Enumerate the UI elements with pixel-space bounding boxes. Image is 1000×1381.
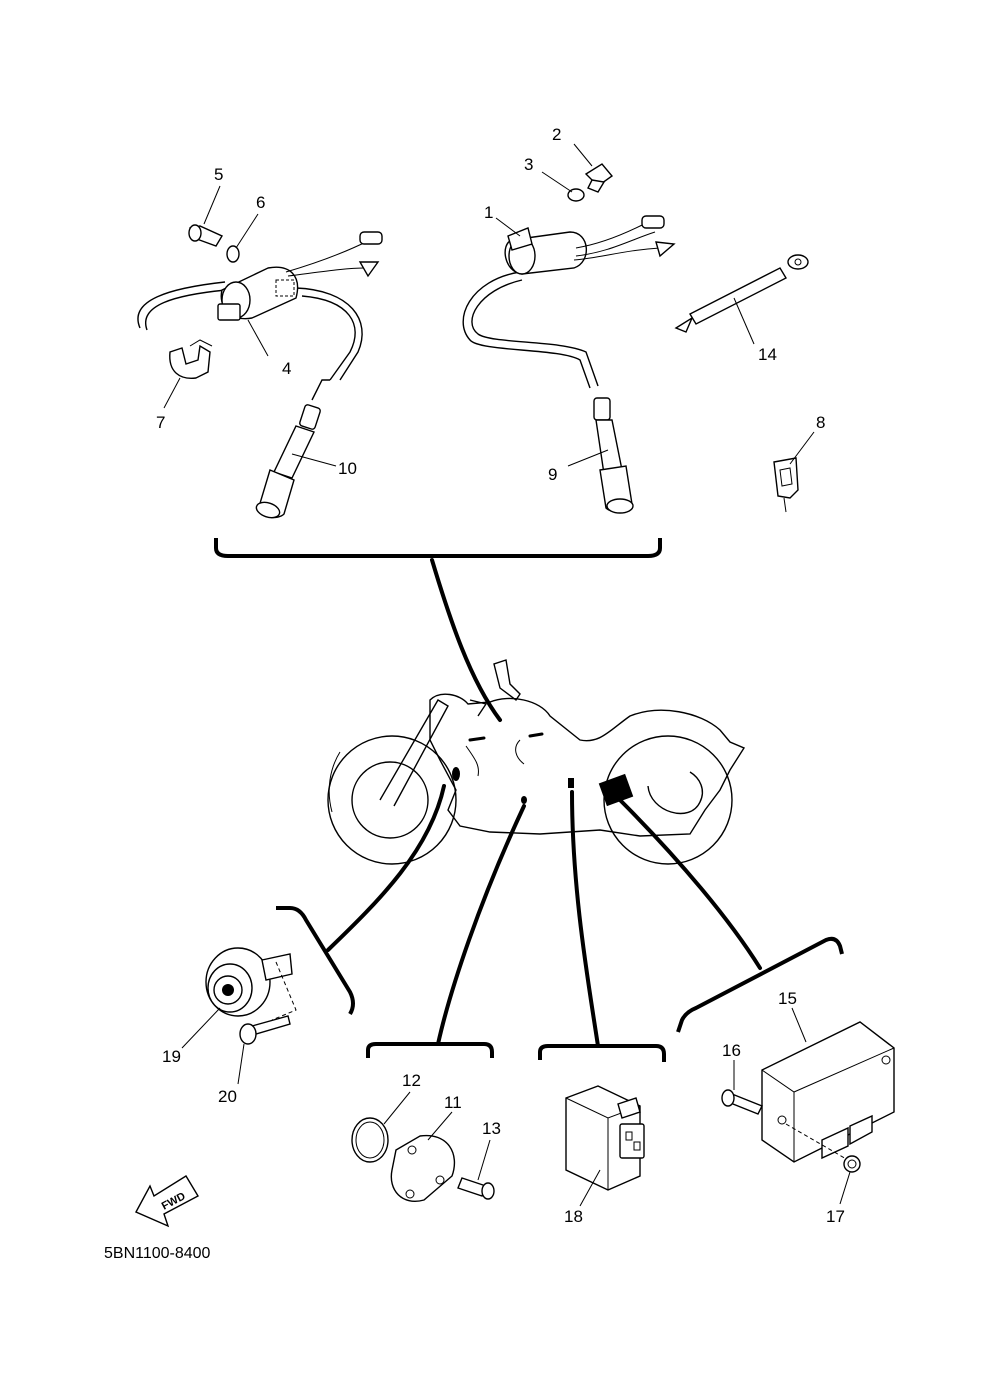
callout-11: 11 (444, 1093, 462, 1112)
drawing-code: 5BN1100-8400 (104, 1245, 211, 1262)
motorcycle-outline (327, 558, 746, 865)
callout-7: 7 (156, 413, 165, 432)
bolt-20[interactable] (239, 1015, 291, 1045)
callout-13: 13 (482, 1119, 501, 1138)
spark-plug-cap-10[interactable] (254, 379, 330, 520)
upper-group-bracket (214, 538, 662, 558)
callout-9: 9 (548, 465, 557, 484)
sensor-cover-11[interactable] (390, 1134, 456, 1202)
callout-16: 16 (722, 1041, 741, 1060)
callout-1: 1 (484, 203, 493, 222)
clip-8[interactable] (773, 457, 799, 513)
lower-leaders (326, 784, 762, 1048)
lead-wire-14[interactable] (674, 254, 809, 333)
bolt-16[interactable] (721, 1089, 763, 1115)
lower-brackets (276, 906, 844, 1062)
ignition-coil-group (137, 163, 809, 558)
callout-3: 3 (524, 155, 533, 174)
horn-19[interactable] (205, 947, 297, 1021)
washer-6[interactable] (226, 245, 240, 263)
callout-8: 8 (816, 413, 825, 432)
callout-labels: 1 2 3 4 5 6 7 8 9 10 11 12 13 14 15 16 1… (156, 125, 845, 1226)
callout-6: 6 (256, 193, 265, 212)
spark-plug-cap-9[interactable] (593, 397, 634, 514)
callout-14: 14 (758, 345, 777, 364)
clamp-7[interactable] (169, 339, 213, 379)
collar-17[interactable] (843, 1155, 861, 1173)
callout-12: 12 (402, 1071, 421, 1090)
callout-4: 4 (282, 359, 291, 378)
relay-18[interactable] (565, 1085, 645, 1191)
screw-2[interactable] (584, 163, 614, 193)
callout-17: 17 (826, 1207, 845, 1226)
fwd-arrow-icon: FWD (135, 1175, 199, 1228)
callout-5: 5 (214, 165, 223, 184)
callout-10: 10 (338, 459, 357, 478)
bolt-5[interactable] (188, 224, 224, 247)
callout-20: 20 (218, 1087, 237, 1106)
callout-19: 19 (162, 1047, 181, 1066)
callout-2: 2 (552, 125, 561, 144)
screw-13[interactable] (457, 1177, 495, 1200)
callout-leaders (163, 143, 851, 1207)
callout-18: 18 (564, 1207, 583, 1226)
ignition-coil-left[interactable] (137, 231, 383, 381)
callout-15: 15 (778, 989, 797, 1008)
o-ring-12[interactable] (351, 1117, 389, 1163)
ecu-15[interactable] (761, 1021, 895, 1163)
ignition-coil-right[interactable] (462, 215, 676, 389)
